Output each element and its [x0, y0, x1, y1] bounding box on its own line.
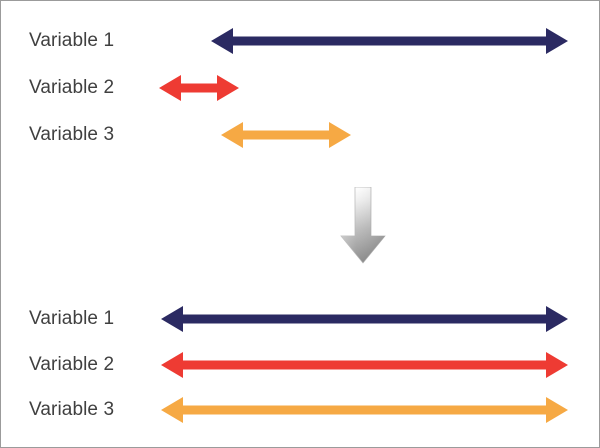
variable-row: Variable 1 — [1, 299, 599, 339]
double-headed-arrow-icon — [161, 306, 568, 332]
variable-label: Variable 1 — [29, 308, 115, 329]
arrow-shape — [221, 122, 351, 148]
variable-row: Variable 3 — [1, 390, 599, 430]
variable-label: Variable 2 — [29, 77, 115, 98]
double-headed-arrow-icon — [211, 28, 568, 54]
down-arrow-icon — [340, 187, 386, 264]
double-headed-arrow-icon — [161, 397, 568, 423]
variable-label: Variable 2 — [29, 354, 115, 375]
arrow-shape — [161, 306, 568, 332]
double-headed-arrow-icon — [161, 352, 568, 378]
variable-label: Variable 3 — [29, 399, 115, 420]
variable-row: Variable 1 — [1, 21, 599, 61]
double-headed-arrow-icon — [159, 75, 239, 101]
downward-transition-arrow — [339, 187, 387, 265]
double-headed-arrow-icon — [221, 122, 351, 148]
arrow-shape — [161, 397, 568, 423]
variable-label: Variable 3 — [29, 124, 115, 145]
variable-row: Variable 3 — [1, 115, 599, 155]
arrow-shape — [211, 28, 568, 54]
arrow-shape — [161, 352, 568, 378]
variable-row: Variable 2 — [1, 68, 599, 108]
arrow-shape — [159, 75, 239, 101]
variable-label: Variable 1 — [29, 30, 115, 51]
variable-row: Variable 2 — [1, 345, 599, 385]
